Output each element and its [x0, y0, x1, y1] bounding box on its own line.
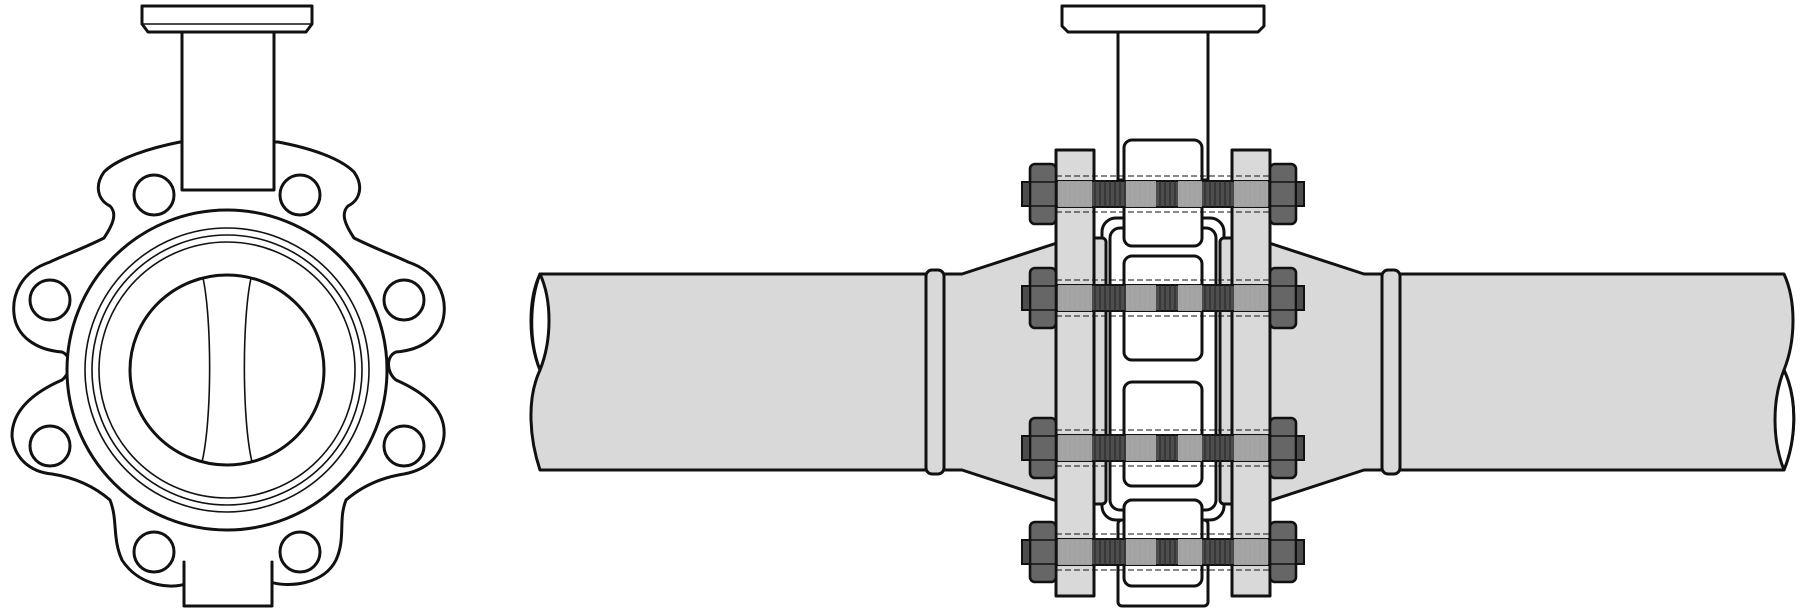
valve-stem [180, 26, 276, 192]
nut-right [1268, 162, 1298, 226]
nut-left [1028, 162, 1058, 226]
valve-disc [128, 273, 326, 467]
seat-ring-inner [98, 241, 356, 499]
seat-ring-mid [91, 234, 363, 506]
pipe-left [529, 272, 932, 472]
thread-zone [1178, 539, 1202, 565]
lug-hole [28, 278, 72, 322]
thread-zone [1058, 539, 1092, 565]
thread-zone [1178, 181, 1202, 207]
bolt-tip [1295, 181, 1305, 207]
disc-edge-left [201, 277, 211, 463]
thread-zone [1058, 435, 1092, 461]
bolt-tip [1295, 285, 1305, 311]
thread-zone [1178, 285, 1202, 311]
bolt-group [1021, 162, 1305, 584]
disc-edge-right [243, 277, 253, 463]
pipe-right [1384, 272, 1796, 472]
nut-left [1028, 520, 1058, 584]
mounting-plate [140, 4, 314, 34]
nut-right [1268, 416, 1298, 480]
thread-zone [1126, 435, 1156, 461]
thread-zone [1234, 285, 1268, 311]
seat-ring-outer [84, 227, 370, 513]
side-view [529, 4, 1796, 608]
nut-right [1268, 520, 1298, 584]
thread-zone [1126, 539, 1156, 565]
lug-hole [278, 173, 322, 217]
thread-zone [1126, 181, 1156, 207]
thread-zone [1058, 285, 1092, 311]
pipe-left-break [530, 272, 551, 372]
thread-zone [1178, 435, 1202, 461]
lug-hole [132, 173, 176, 217]
side-mounting-plate [1060, 4, 1266, 34]
thread-zone [1126, 285, 1156, 311]
thread-zone [1234, 539, 1268, 565]
bottom-boss [182, 560, 274, 608]
nut-left [1028, 266, 1058, 330]
bolt-tip [1021, 539, 1031, 565]
lug-hole [382, 424, 426, 468]
pipe-right-break [1773, 368, 1796, 472]
thread-zone [1058, 181, 1092, 207]
bolt-tip [1021, 181, 1031, 207]
lug-hole [278, 530, 322, 574]
nut-left [1028, 416, 1058, 480]
lug-hole [382, 278, 426, 322]
bolt-tip [1295, 539, 1305, 565]
lug-hole [132, 530, 176, 574]
thread-zone [1234, 181, 1268, 207]
weld-ring-left [924, 268, 946, 476]
lug-hole [28, 424, 72, 468]
nut-right [1268, 266, 1298, 330]
weld-ring-right [1380, 268, 1402, 476]
flange-plate-right [1230, 148, 1272, 598]
thread-zone [1234, 435, 1268, 461]
bolt-tip [1021, 435, 1031, 461]
bolt-tip [1295, 435, 1305, 461]
flange-plate-left [1054, 148, 1096, 598]
front-view [10, 4, 446, 608]
bolt-tip [1021, 285, 1031, 311]
